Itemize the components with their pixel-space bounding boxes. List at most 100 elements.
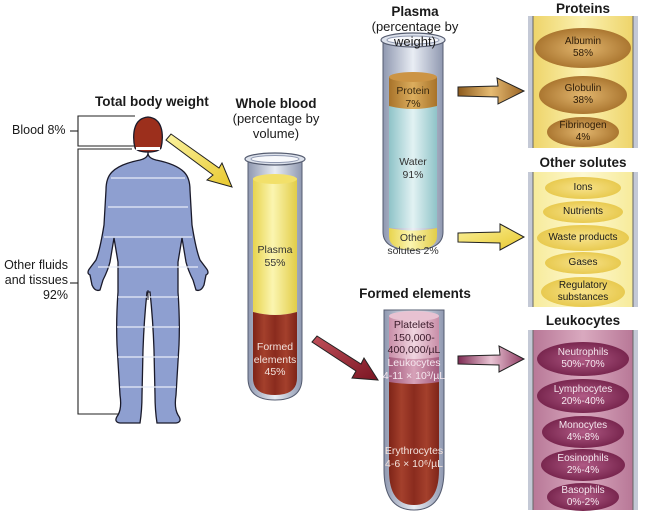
formed-value: 45% — [264, 366, 286, 378]
globulin-value: 38% — [572, 95, 593, 106]
basophils-name: Basophils — [561, 485, 605, 496]
weight-brackets — [70, 115, 135, 415]
fibrinogen-value: 4% — [575, 132, 591, 143]
eosinophils-name: Eosinophils — [557, 453, 609, 464]
other-tissues-line1: Other fluids — [4, 258, 68, 272]
formed-elements-tube — [383, 309, 445, 511]
fibrinogen-name: Fibrinogen — [559, 120, 607, 131]
erythrocytes-fill — [389, 382, 439, 505]
plasma-tube — [380, 32, 446, 251]
arrow-leukocytes-to-leukocytes — [457, 345, 526, 373]
plasma-label: Plasma — [257, 244, 293, 256]
other-solutes-fill — [389, 228, 437, 250]
leukocytes-line1: Leukocytes — [387, 357, 441, 369]
plasma-heading: Plasma (percentage by weight) — [350, 4, 480, 49]
other-tissues-line2: and tissues — [4, 273, 68, 287]
erythrocytes-line1: Erythrocytes — [384, 445, 444, 457]
other-solutes-title: Other solutes — [539, 155, 627, 170]
protein-fill — [389, 77, 437, 109]
whole-blood-tube — [244, 152, 306, 401]
leukocytes-title: Leukocytes — [545, 313, 621, 328]
monocytes-name: Monocytes — [558, 420, 608, 431]
water-91-label: Water 91% — [389, 156, 437, 181]
whole-blood-subtitle-line2: volume) — [252, 126, 300, 141]
human-body-figure — [87, 116, 209, 424]
solute-item-ions: Ions — [573, 182, 593, 193]
plasma-value: 55% — [264, 256, 286, 269]
arrow-whole-blood-to-formed — [311, 335, 379, 381]
solute-item-nutrients: Nutrients — [562, 206, 603, 217]
body-silhouette — [87, 148, 209, 424]
other-solutes-line1: Other — [399, 232, 427, 244]
solute-item-regulatory-substances: Regulatory substances — [543, 280, 623, 304]
platelets-line1: Platelets — [393, 319, 435, 331]
platelets-label: Platelets 150,000- 400,000/µL — [384, 319, 444, 357]
plasma-title: Plasma — [391, 4, 439, 19]
albumin-value: 58% — [572, 48, 593, 59]
leukocyte-item-lymphocytes: Lymphocytes 20%-40% — [543, 384, 623, 408]
formed-label-line2: elements — [253, 353, 297, 366]
total-body-weight-title: Total body weight — [95, 94, 209, 109]
leukocytes-line2: 4-11 × 10³/µL — [382, 369, 446, 382]
protein-item-albumin: Albumin 58% — [543, 36, 623, 60]
blood-percentage-label: Blood 8% — [12, 123, 66, 137]
other-tissues-label: Other fluids and tissues 92% — [0, 258, 68, 303]
leukocytes-fill — [389, 357, 439, 384]
head-blood — [133, 116, 163, 153]
leukocyte-item-eosinophils: Eosinophils 2%-4% — [543, 453, 623, 477]
platelets-line3: 400,000/µL — [387, 344, 441, 356]
protein-value: 7% — [405, 97, 421, 110]
whole-blood-subtitle-line1: (percentage by — [232, 111, 320, 126]
solutes-panel-graphic — [528, 172, 638, 307]
leukocyte-item-basophils: Basophils 0%-2% — [543, 485, 623, 509]
formed-fill — [253, 312, 297, 395]
proteins-panel-graphic — [528, 16, 638, 148]
lymphocytes-name: Lymphocytes — [553, 384, 613, 395]
solute-item-gases: Gases — [568, 257, 598, 268]
other-tissues-value: 92% — [42, 288, 68, 302]
regulatory-line2: substances — [557, 292, 609, 303]
plasma-subtitle: (percentage by weight) — [371, 19, 459, 49]
water-label: Water — [399, 156, 427, 168]
regulatory-line1: Regulatory — [558, 280, 608, 291]
arrow-protein-to-proteins — [457, 77, 526, 105]
whole-blood-heading: Whole blood (percentage by volume) — [222, 96, 330, 141]
other-solutes-2-label: Other solutes 2% — [383, 232, 443, 257]
monocytes-value: 4%-8% — [566, 432, 600, 443]
blood-bracket — [77, 115, 135, 147]
arrow-body-to-whole-blood — [165, 133, 233, 188]
protein-item-globulin: Globulin 38% — [543, 83, 623, 107]
plasma-fill — [253, 178, 297, 315]
formed-elements-title: Formed elements — [359, 286, 471, 301]
erythrocytes-label: Erythrocytes 4-6 × 10⁶/µL — [382, 445, 446, 470]
neutrophils-value: 50%-70% — [561, 359, 605, 370]
arrow-solutes-to-other-solutes — [457, 223, 526, 251]
proteins-title: Proteins — [555, 1, 610, 16]
leukocytes-panel-graphic — [528, 330, 638, 511]
other-solutes-line2: solutes 2% — [387, 244, 439, 257]
albumin-name: Albumin — [564, 36, 602, 47]
eosinophils-value: 2%-4% — [566, 465, 600, 476]
leukocytes-count-label: Leukocytes 4-11 × 10³/µL — [382, 357, 446, 382]
globulin-name: Globulin — [564, 83, 602, 94]
neutrophils-name: Neutrophils — [557, 347, 609, 358]
protein-7-label: Protein 7% — [389, 85, 437, 110]
other-bracket — [77, 148, 132, 415]
water-value: 91% — [402, 168, 424, 181]
protein-item-fibrinogen: Fibrinogen 4% — [543, 120, 623, 144]
platelets-fill — [389, 316, 439, 359]
head-divider — [136, 147, 160, 150]
water-fill — [389, 106, 437, 228]
basophils-value: 0%-2% — [566, 497, 600, 508]
solute-item-waste-products: Waste products — [548, 232, 618, 243]
whole-blood-title: Whole blood — [235, 96, 317, 111]
plasma-55-label: Plasma 55% — [253, 244, 297, 269]
lymphocytes-value: 20%-40% — [561, 396, 605, 407]
leukocyte-item-neutrophils: Neutrophils 50%-70% — [543, 347, 623, 371]
protein-label: Protein — [396, 85, 430, 97]
leukocyte-item-monocytes: Monocytes 4%-8% — [543, 420, 623, 444]
erythrocytes-line2: 4-6 × 10⁶/µL — [385, 457, 443, 470]
formed-label-line1: Formed — [256, 341, 294, 353]
formed-45-label: Formed elements 45% — [250, 341, 300, 379]
